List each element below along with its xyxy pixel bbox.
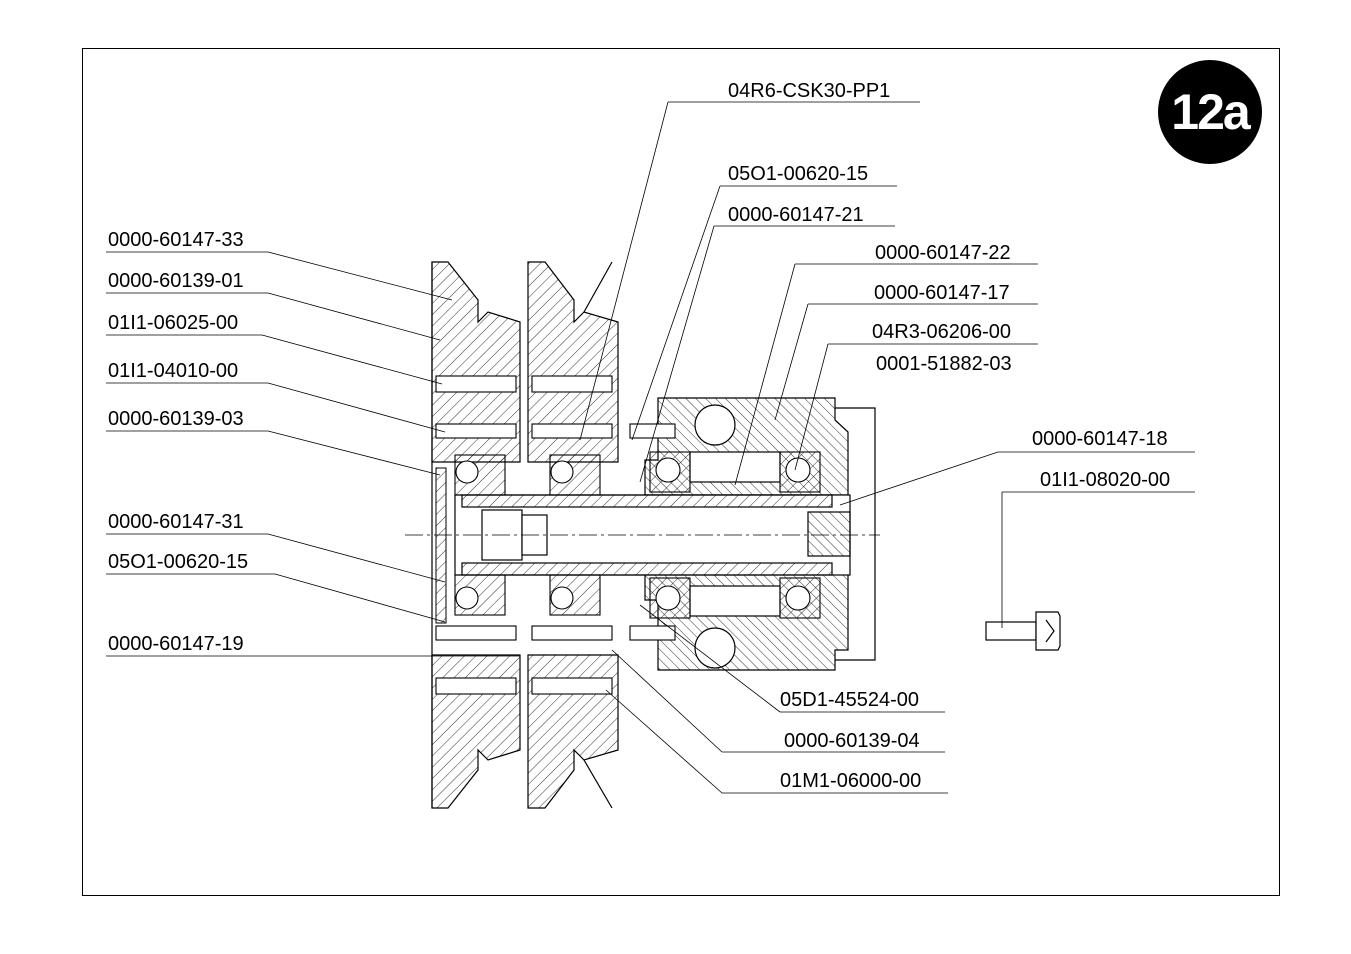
part-label-01I1-08020-00: 01I1-08020-00 [1040,469,1171,491]
cap-screw-icon [985,611,1061,651]
part-label-05D1-45524-00: 05D1-45524-00 [780,689,919,711]
part-label-01I1-04010-00: 01I1-04010-00 [108,360,239,382]
part-label-0000-60147-33: 0000-60147-33 [108,229,244,251]
part-label-0000-60147-17: 0000-60147-17 [874,282,1010,304]
part-label-04R6-CSK30-PP1: 04R6-CSK30-PP1 [728,80,891,102]
figure-number-badge: 12a [1158,60,1262,164]
bearing-housing [644,397,876,671]
bolts [435,375,676,695]
part-label-05O1-00620-15-bottom: 05O1-00620-15 [108,551,249,573]
part-label-01M1-06000-00: 01M1-06000-00 [780,770,922,792]
drawing-frame [82,48,1280,896]
leader-lines [106,101,1195,794]
cover-plate [435,467,447,624]
part-label-0000-60147-18: 0000-60147-18 [1032,428,1168,450]
part-label-0000-60139-04: 0000-60139-04 [784,730,920,752]
part-label-05O1-00620-15-top: 05O1-00620-15 [728,163,869,185]
part-label-01I1-06025-00: 01I1-06025-00 [108,312,239,334]
part-label-0000-60147-22: 0000-60147-22 [875,242,1011,264]
part-label-0000-60147-31: 0000-60147-31 [108,511,244,533]
part-label-0000-60139-03: 0000-60139-03 [108,408,244,430]
part-label-0000-60147-19: 0000-60147-19 [108,633,244,655]
shaft [405,494,880,576]
part-label-0000-60139-01: 0000-60139-01 [108,270,244,292]
part-label-0000-60147-21: 0000-60147-21 [728,204,864,226]
part-label-04R3-06206-00: 04R3-06206-00 [872,321,1011,343]
bearings [454,451,821,619]
part-label-0001-51882-03: 0001-51882-03 [876,353,1012,375]
